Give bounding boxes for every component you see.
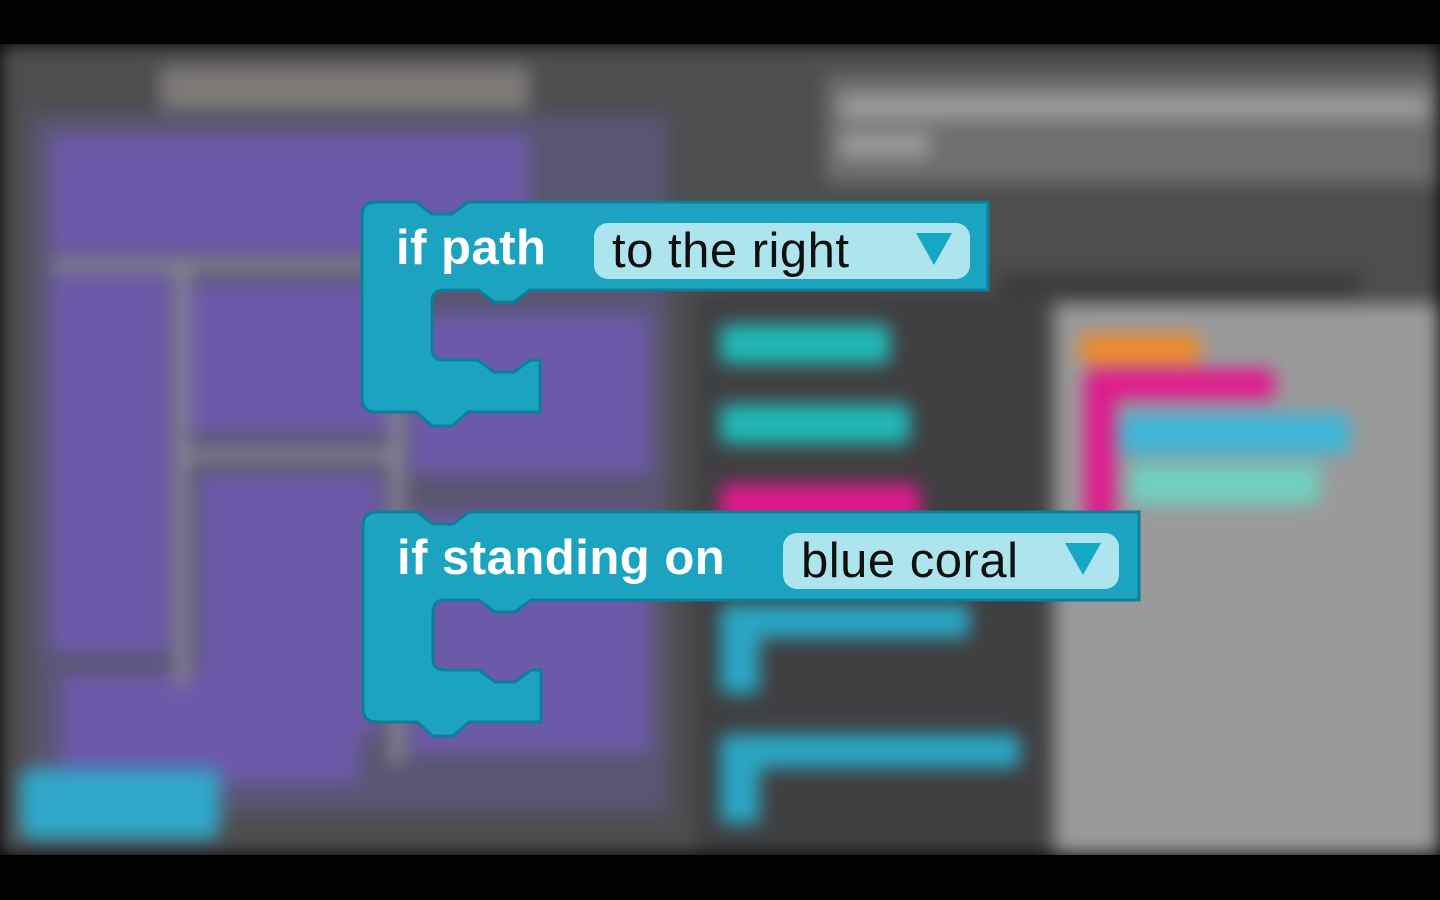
toolbox-block[interactable]: [720, 734, 1020, 768]
maze-game-area: [30, 114, 670, 814]
workspace-header: [1000, 274, 1360, 296]
path-direction-dropdown[interactable]: to the right: [594, 223, 970, 279]
maze-tile: [50, 274, 170, 654]
instructions-panel: [825, 74, 1440, 184]
triangle-down-icon: [916, 233, 952, 265]
run-button[interactable]: [20, 769, 220, 839]
letterbox-top: [0, 0, 1440, 44]
workspace-block[interactable]: [1080, 334, 1200, 364]
workspace-block[interactable]: [1085, 369, 1275, 399]
toolbox-block[interactable]: [720, 604, 970, 638]
workspace-block[interactable]: [1130, 464, 1320, 504]
triangle-down-icon: [1065, 543, 1101, 575]
if-standing-on-block[interactable]: if standing on blue coral: [359, 508, 1145, 742]
toolbox-block[interactable]: [720, 624, 760, 694]
blurred-app-background: [0, 44, 1440, 855]
standing-on-value: blue coral: [801, 533, 1019, 588]
letterbox-bottom: [0, 855, 1440, 900]
instructions-text: [840, 132, 930, 158]
maze-wall: [190, 449, 390, 461]
toolbox-block[interactable]: [720, 404, 910, 444]
if-standing-on-label: if standing on: [397, 531, 726, 585]
game-title-bar: [160, 66, 530, 110]
maze-tile: [190, 284, 390, 434]
workspace-block[interactable]: [1120, 414, 1350, 454]
instructions-text: [840, 94, 1430, 120]
maze-wall: [175, 264, 189, 684]
if-path-block[interactable]: if path to the right: [358, 198, 994, 432]
standing-on-dropdown[interactable]: blue coral: [783, 533, 1119, 589]
path-direction-value: to the right: [612, 223, 850, 278]
toolbox-block[interactable]: [720, 754, 760, 824]
maze-tile: [60, 674, 360, 784]
toolbox-block[interactable]: [720, 324, 890, 364]
if-path-label: if path: [396, 221, 547, 275]
